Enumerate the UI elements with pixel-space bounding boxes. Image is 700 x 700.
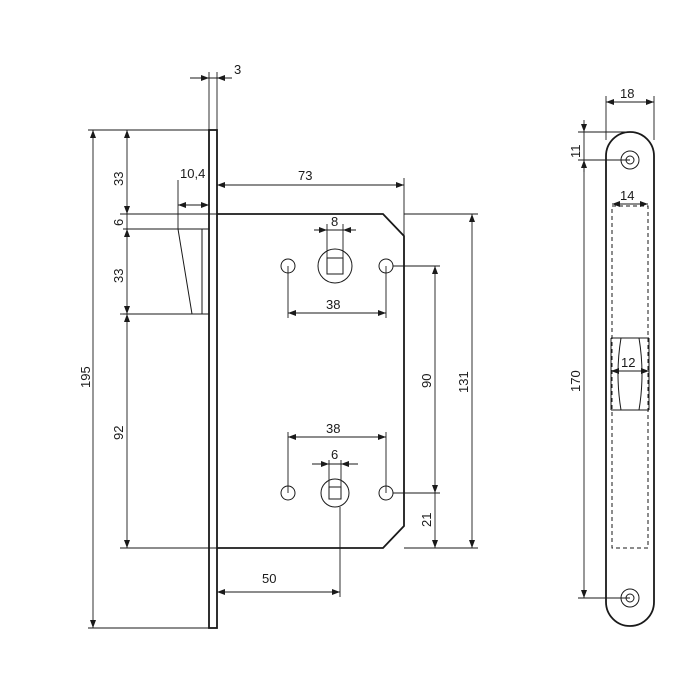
latch-bolt [123, 228, 209, 315]
dim-top-hole-spacing: 38 [326, 297, 340, 312]
lock-case [217, 213, 405, 549]
turn-hub [320, 478, 350, 508]
dim-plate-height: 170 [568, 370, 583, 392]
dim-case-height: 131 [456, 371, 471, 393]
latch-opening [610, 337, 650, 411]
dim-faceplate-thickness: 3 [234, 62, 241, 77]
dim-latch-gap: 6 [111, 219, 126, 226]
dim-turn-size: 6 [331, 447, 338, 462]
dim-latch-window-width: 14 [620, 188, 634, 203]
latch-window [611, 205, 649, 549]
handle-hub [317, 248, 353, 284]
dim-hub-spacing: 90 [419, 374, 434, 388]
dim-top-to-latch: 33 [111, 172, 126, 186]
dim-latch-height: 33 [111, 269, 126, 283]
front-view-dimensions: 18 11 14 12 170 [568, 86, 655, 599]
dim-bottom-offset: 21 [419, 513, 434, 527]
faceplate-front-view [605, 131, 655, 627]
dim-latch-offset: 10,4 [180, 166, 205, 181]
dim-bottom-hole-spacing: 38 [326, 421, 340, 436]
lock-side-view [123, 129, 405, 629]
faceplate [208, 129, 218, 629]
dim-screw-offset: 11 [568, 145, 583, 159]
dim-plate-width: 18 [620, 86, 634, 101]
dim-backset: 50 [262, 571, 276, 586]
side-view-dimensions: 3 10,4 73 8 38 [78, 62, 478, 629]
dim-total-height: 195 [78, 366, 93, 388]
dim-bolt-window-width: 12 [621, 355, 635, 370]
dim-spindle-size: 8 [331, 214, 338, 229]
dim-latch-to-bottom: 92 [111, 426, 126, 440]
dim-backset-to-case: 73 [298, 168, 312, 183]
